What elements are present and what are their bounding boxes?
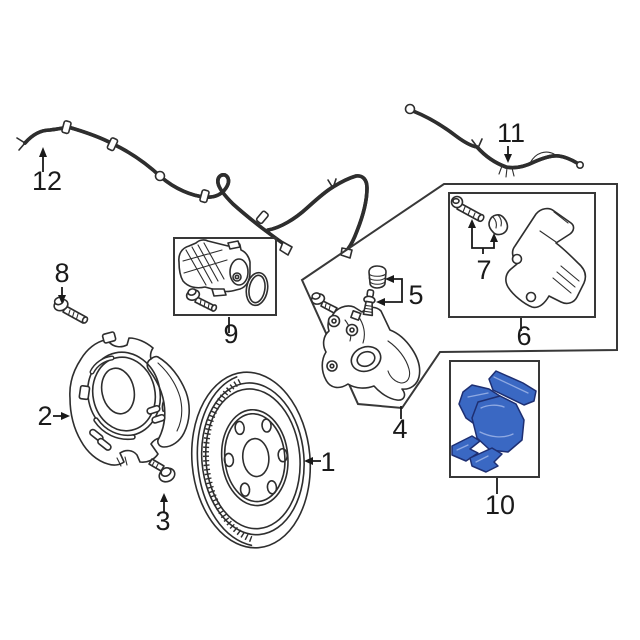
- pad-clip: [451, 435, 481, 462]
- label-1: 1: [320, 447, 335, 477]
- caliper-bolt-drawing: [310, 292, 338, 314]
- arrow-7b: [490, 233, 498, 242]
- harness-wire-right-drawing: [404, 103, 584, 178]
- mount-foot: [211, 288, 227, 297]
- wire-grommet: [154, 170, 166, 182]
- label-6: 6: [516, 321, 531, 351]
- brake-pad: [471, 395, 525, 453]
- dust-shield-drawing: [69, 331, 190, 467]
- guide-pin-bushing-drawing: [488, 214, 509, 236]
- actuator-bolt-drawing: [185, 288, 218, 312]
- arrow-8: [58, 295, 66, 304]
- bolt-3-drawing: [148, 458, 176, 483]
- lug-hole: [266, 479, 278, 495]
- arrow-11: [504, 154, 512, 163]
- wire-clip: [106, 137, 119, 152]
- lug-hole: [223, 452, 235, 468]
- bracket-box: [448, 192, 596, 318]
- callout-12: 12: [32, 147, 62, 196]
- shield-center-hole: [100, 367, 136, 415]
- actuator-box-group: [173, 237, 277, 316]
- callout-10: 10: [485, 478, 515, 520]
- rotor-vent-hatch: [202, 378, 255, 543]
- callout-11: 11: [497, 118, 525, 163]
- cable-loop: [529, 151, 555, 164]
- bracket-box-group: [448, 192, 596, 318]
- harness-wire-left-drawing: [16, 120, 369, 259]
- arrow-5a: [385, 275, 394, 283]
- label-9: 9: [223, 319, 238, 349]
- label-2: 2: [37, 401, 52, 431]
- arrow-7a: [468, 219, 476, 228]
- arrow-12: [39, 147, 47, 157]
- guide-pin-bolt-drawing: [450, 195, 485, 223]
- label-11: 11: [497, 118, 525, 148]
- label-8: 8: [54, 258, 69, 288]
- lug-hole: [239, 482, 251, 497]
- callout-4: 4: [392, 406, 408, 444]
- pad-clip: [469, 447, 503, 473]
- arrow-1: [304, 457, 313, 465]
- motor-end-cap: [229, 258, 249, 286]
- bleeder-boss: [350, 310, 362, 321]
- label-5: 5: [408, 280, 423, 310]
- cable-end-ball: [575, 161, 584, 170]
- label-10: 10: [485, 490, 515, 520]
- lug-hole: [261, 418, 272, 433]
- lug-hole: [277, 447, 289, 463]
- label-12: 12: [32, 166, 62, 196]
- callout-6: 6: [516, 318, 532, 351]
- actuator-drawing: [178, 239, 251, 297]
- caliper-bracket-drawing: [505, 207, 587, 309]
- pads-box: [449, 360, 540, 478]
- callout-3: 3: [155, 493, 171, 536]
- label-3: 3: [155, 506, 170, 536]
- wire-fork-clip: [327, 178, 337, 189]
- wire-end-prongs: [16, 137, 26, 151]
- arrow-5b: [376, 298, 385, 306]
- connector-tab: [227, 240, 241, 250]
- label-4: 4: [392, 414, 407, 444]
- callout-5: 5: [376, 275, 424, 310]
- cable-fray: [498, 165, 515, 178]
- label-7: 7: [476, 255, 491, 285]
- pads-box-group: [449, 360, 540, 478]
- arrow-2: [61, 412, 70, 420]
- wire-clip: [61, 120, 72, 135]
- wire-connector: [279, 241, 293, 256]
- arrow-3: [160, 493, 168, 502]
- callout-8: 8: [54, 258, 70, 304]
- bleeder-cap-drawing: [368, 265, 387, 289]
- brake-pads-drawing: [451, 370, 537, 473]
- lug-hole: [234, 420, 245, 436]
- bleeder-screw-drawing: [362, 289, 376, 317]
- rotor-center-bore: [241, 437, 270, 478]
- actuator-box: [173, 237, 277, 316]
- bolt-8-drawing: [53, 296, 89, 324]
- caliper-group-outline: [300, 183, 618, 410]
- wire-clip: [255, 210, 269, 225]
- callout-7: 7: [468, 219, 498, 285]
- cable-fork-clip: [471, 138, 483, 149]
- o-ring-drawing: [245, 271, 269, 307]
- brake-rotor-drawing: [190, 371, 312, 549]
- cable-end-ball: [404, 103, 416, 115]
- callout-1: 1: [304, 447, 336, 477]
- callout-9: 9: [223, 317, 239, 349]
- callout-2: 2: [37, 401, 70, 431]
- wire-clip: [199, 189, 210, 204]
- caliper-drawing: [321, 305, 421, 401]
